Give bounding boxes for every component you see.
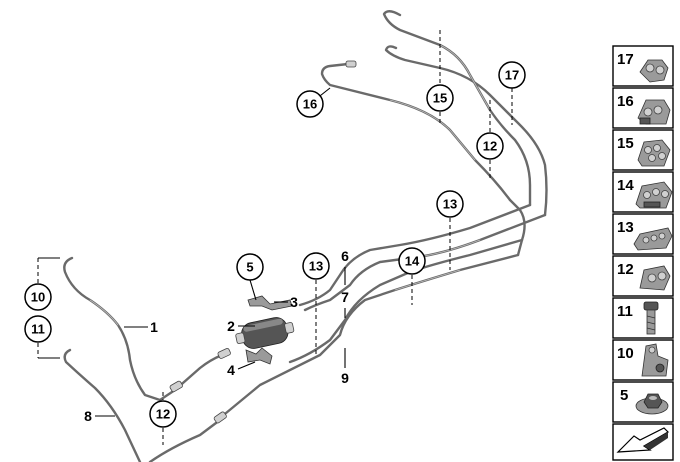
legend-num-15: 15 [617,135,634,152]
pipe-15 [382,10,532,207]
callout-17: 17 [498,61,526,89]
label-3: 3 [290,294,298,310]
leader-lines [37,30,513,445]
pipe-7 [298,203,532,307]
callout-12-upper-text: 12 [483,139,497,154]
pipe-bottom [148,418,222,462]
pipe-16 [320,62,512,202]
legend-num-10: 10 [617,345,634,362]
callout-13-left-text: 13 [309,259,323,274]
callout-10-text: 10 [31,290,45,305]
bracket-4-icon [245,347,273,365]
pipe-1 [63,256,177,402]
fittings [169,60,357,424]
upper-pipes [320,10,548,257]
bracket-clip-icon [641,343,669,377]
legend-item-17[interactable]: 17 [612,45,674,87]
callout-11: 11 [24,315,52,343]
clip-double-icon [639,59,669,83]
clip-multi-icon [635,181,673,209]
legend-item-10[interactable]: 10 [612,339,674,381]
bracket-3-icon [247,295,293,311]
legend-item-13[interactable]: 13 [612,213,674,255]
clip-quad-icon [637,139,671,167]
legend-num-14: 14 [617,177,634,194]
fitting-top [345,60,357,68]
legend-item-12[interactable]: 12 [612,255,674,297]
label-1: 1 [150,319,158,335]
callout-17-text: 17 [505,68,519,83]
callout-12-upper: 12 [476,132,504,160]
callout-12-lower: 12 [149,400,177,428]
label-2: 2 [227,318,235,334]
fitting-bottom [213,411,227,424]
callout-13-right-text: 13 [443,197,457,212]
legend-item-5[interactable]: 5 [612,381,674,423]
label-7: 7 [341,289,349,305]
legend-item-15[interactable]: 15 [612,129,674,171]
clip-pair-icon [639,265,671,291]
callout-15: 15 [426,84,454,112]
legend-item-11[interactable]: 11 [612,297,674,339]
callout-13-right: 13 [436,190,464,218]
clip-row-icon [633,227,673,251]
label-6: 6 [341,248,349,264]
pipe-8 [63,348,142,462]
legend-num-11: 11 [617,303,633,320]
pipe-17 [384,45,548,217]
callout-10: 10 [24,283,52,311]
pipe-14 [288,238,524,364]
legend-num-5: 5 [620,387,628,404]
callout-16: 16 [296,90,324,118]
callout-14-text: 14 [405,254,420,269]
lower-pipes [63,256,224,462]
label-4: 4 [227,362,235,378]
label-9: 9 [341,370,349,386]
callout-16-text: 16 [303,97,317,112]
fuel-filter-icon [235,317,295,349]
bolt-icon [643,301,659,335]
legend-num-16: 16 [617,93,634,110]
legend-num-17: 17 [617,51,634,68]
fitting-low [169,380,183,393]
nut-icon [635,393,669,415]
callout-15-text: 15 [433,91,447,106]
middle-pipes [218,203,547,420]
legend-num-13: 13 [617,219,634,236]
clip-triple-icon [637,99,671,125]
fuel-filter-assembly [235,295,295,365]
fitting-mid [217,348,231,359]
parts-legend: 17 16 15 [612,45,674,461]
label-8: 8 [84,408,92,424]
callout-13-left: 13 [302,252,330,280]
legend-item-16[interactable]: 16 [612,87,674,129]
legend-num-12: 12 [617,261,634,278]
callout-5: 5 [236,253,264,281]
arrow-icon [616,427,669,453]
legend-item-14[interactable]: 14 [612,171,674,213]
callout-5-text: 5 [246,260,253,275]
next-page-arrow-button[interactable] [612,423,674,461]
callout-14: 14 [398,247,426,275]
callout-11-text: 11 [31,322,45,337]
callout-12-lower-text: 12 [156,407,170,422]
